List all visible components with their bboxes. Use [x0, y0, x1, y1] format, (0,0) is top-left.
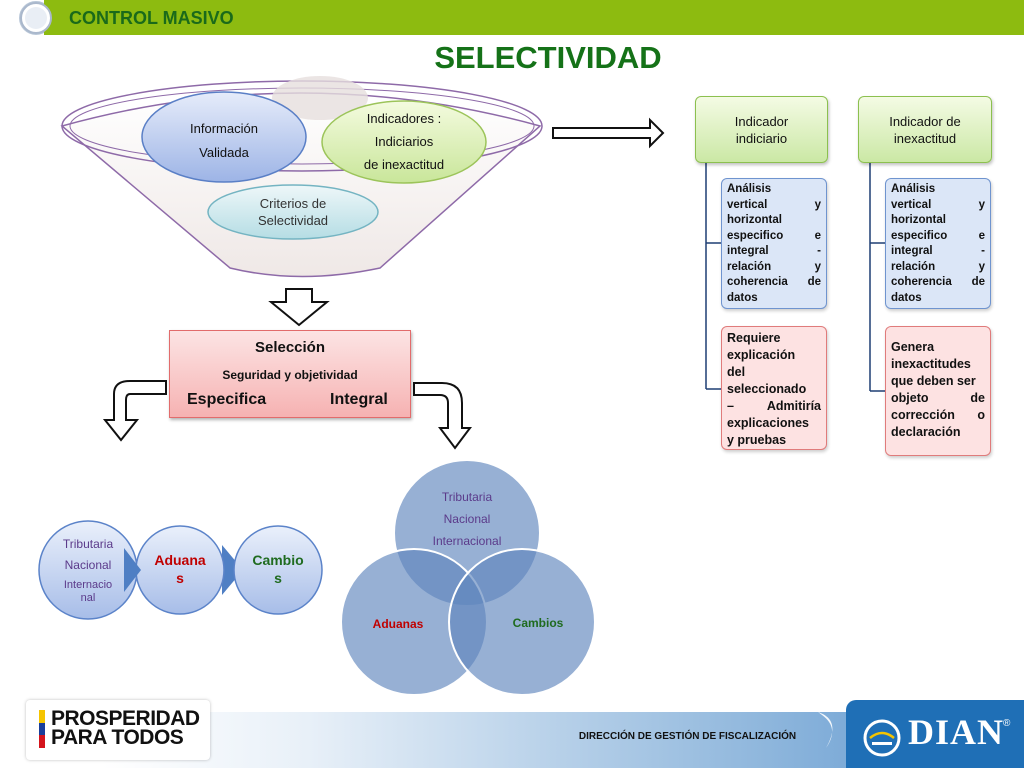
chevron-circle-3	[233, 525, 323, 615]
ind2-analysis-line: especifico e	[891, 229, 985, 242]
info-validada-label: Información Validada	[154, 117, 294, 165]
ind-line-1: Indicadores :	[366, 111, 442, 126]
ind1-note-line: seleccionado	[727, 382, 807, 396]
ind1-analysis-line: relación y	[727, 260, 821, 273]
criterios-ellipse	[207, 184, 379, 240]
seleccion-especifica: Especifica	[187, 391, 267, 408]
chevron-2-line-1: Aduana	[154, 552, 206, 568]
connector-right	[869, 162, 886, 392]
footer-department: DIRECCIÓN DE GESTIÓN DE FISCALIZACIÓN	[578, 731, 797, 742]
down-arrow-icon	[268, 288, 330, 327]
ind1-analysis-line: vertical y	[727, 198, 821, 211]
seleccion-title: Selección	[254, 339, 326, 356]
ind2-analysis-line: horizontal	[891, 214, 946, 226]
ind1-analysis-line: datos	[727, 291, 758, 304]
indicador-inexactitud-header: Indicador de inexactitud	[858, 96, 992, 163]
chevron-1-sub-2: nal	[80, 592, 96, 604]
ind2-note-line: inexactitudes	[891, 357, 971, 371]
prosperidad-text: PROSPERIDAD PARA TODOS	[51, 707, 200, 749]
chevron-3-line-2: s	[274, 570, 282, 586]
info-line-1: Información	[190, 121, 258, 136]
ind1-header-line-2: indiciario	[735, 130, 788, 146]
ind2-note-line: que deben ser	[891, 374, 976, 388]
venn-right-label: Cambios	[512, 616, 564, 630]
right-arrow-icon	[552, 117, 665, 149]
venn-top-line-1: Tributaria	[441, 490, 493, 504]
indicador-inexactitud-note: Genera inexactitudes que deben ser objet…	[885, 326, 991, 456]
ind2-header-line-2: inexactitud	[893, 130, 957, 146]
indicador-inexactitud-analysis: Análisis vertical y horizontal especific…	[885, 178, 991, 309]
ind1-analysis-line: integral -	[727, 245, 821, 257]
chevron-1-label: Tributaria Nacional Internacio nal	[46, 534, 130, 605]
pp-line-2: PARA TODOS	[51, 726, 184, 749]
ind1-header-line-1: Indicador	[734, 113, 789, 129]
indicador-indiciario-analysis: Análisis vertical y horizontal especific…	[721, 178, 827, 309]
connector-left	[705, 162, 722, 390]
ind2-note-line: Genera	[891, 340, 935, 354]
indicadores-ellipse	[321, 100, 487, 184]
dian-wordmark: DIAN	[908, 712, 1005, 752]
chevron-3-line-1: Cambio	[252, 552, 304, 568]
ind2-note-line: declaración	[891, 425, 961, 439]
indicadores-label: Indicadores : Indiciarios de inexactitud	[334, 107, 474, 176]
chevron-1-line-1: Tributaria	[62, 537, 114, 551]
crit-line-1: Criterios de	[259, 196, 327, 211]
ind2-analysis-line: vertical y	[891, 198, 985, 211]
seleccion-subtitle: Seguridad y objetividad	[222, 368, 358, 382]
seleccion-integral: Integral	[330, 391, 388, 408]
header-bar	[44, 0, 1024, 35]
indicador-indiciario-note: Requiere explicación del seleccionado – …	[721, 326, 827, 450]
ind1-analysis-line: coherencia de	[727, 276, 821, 288]
ind-line-3: de inexactitud	[363, 157, 445, 172]
slide-title: SELECTIVIDAD	[434, 40, 662, 75]
ind1-analysis-line: especifico e	[727, 229, 821, 242]
chevron-1-line-2: Nacional	[64, 558, 112, 572]
chevron-1-sub: Internacio nal	[46, 579, 130, 605]
criterios-label: Criterios de Selectividad	[213, 195, 373, 229]
info-line-2: Validada	[199, 145, 249, 160]
ind2-header-line-1: Indicador de	[889, 113, 961, 129]
ind2-analysis-line: coherencia de	[891, 276, 985, 288]
venn-top-label: Tributaria Nacional Internacional	[407, 486, 527, 552]
info-validada-ellipse	[141, 91, 307, 183]
registered-mark: ®	[1003, 718, 1011, 729]
ind1-note-line: – Admitiría	[727, 399, 821, 413]
ind2-note-line: objeto de	[891, 391, 985, 405]
venn-circle-right	[448, 548, 596, 696]
chevron-2-line-2: s	[176, 570, 184, 586]
ind1-note-line: Requiere	[727, 331, 781, 345]
chevron-1-sub-1: Internacio	[63, 579, 113, 591]
prosperidad-logo	[26, 700, 210, 760]
chevron-arrow-2	[222, 545, 243, 595]
crit-line-2: Selectividad	[257, 213, 329, 228]
ind1-note-line: explicación	[727, 348, 796, 362]
ind1-analysis-line: Análisis	[727, 183, 772, 195]
ind1-analysis-line: horizontal	[727, 214, 782, 226]
ind2-analysis-line: relación y	[891, 260, 985, 273]
chevron-3-label: Cambio s	[238, 551, 318, 587]
curved-arrow-right-icon	[413, 382, 472, 450]
indicador-indiciario-header: Indicador indiciario	[695, 96, 828, 163]
ind1-note-line: del	[727, 365, 746, 379]
ind2-analysis-line: datos	[891, 291, 922, 304]
ind2-note-line: corrección o	[891, 408, 985, 422]
ind-line-2: Indiciarios	[374, 134, 434, 149]
seleccion-box	[169, 330, 411, 418]
venn-top-line-2: Nacional	[443, 512, 491, 526]
ind2-analysis-line: Análisis	[891, 183, 936, 195]
section-title: CONTROL MASIVO	[69, 8, 234, 28]
venn-left-label: Aduanas	[372, 617, 424, 631]
ind1-note-line: y pruebas	[727, 433, 787, 447]
pp-line-1: PROSPERIDAD	[51, 707, 200, 730]
venn-top-line-3: Internacional	[432, 534, 502, 548]
ind1-note-line: explicaciones	[727, 416, 809, 430]
chevron-2-label: Aduana s	[140, 551, 220, 587]
curved-arrow-left-icon	[102, 380, 167, 442]
ind2-analysis-line: integral -	[891, 245, 985, 257]
header-circle-overlay	[20, 2, 52, 34]
